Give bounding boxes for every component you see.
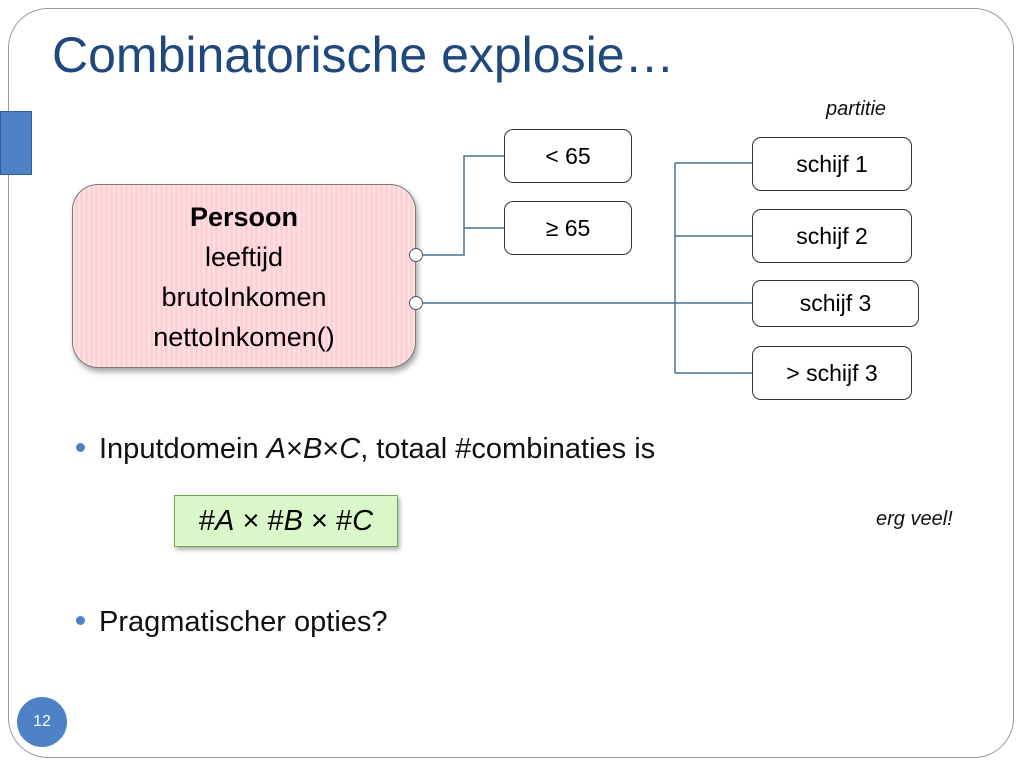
times-symbol: × [234, 505, 268, 537]
symbol-a: A [215, 505, 235, 537]
class-box-persoon: Persoon leeftijd brutoInkomen nettoInkom… [72, 184, 416, 368]
note-erg-veel: erg veel! [876, 508, 953, 530]
hash-symbol: # [336, 505, 353, 537]
side-accent-tab [0, 111, 32, 175]
method-nettoinkomen: nettoInkomen() [153, 322, 335, 352]
attribute-brutoinkomen: brutoInkomen [161, 282, 327, 312]
symbol-c: C [339, 433, 361, 465]
times-symbol: × [322, 433, 340, 465]
times-symbol: × [302, 505, 336, 537]
page-number: 12 [17, 697, 67, 747]
symbol-b: B [283, 505, 303, 537]
port-brutoinkomen [409, 296, 423, 310]
hash-symbol: # [267, 505, 284, 537]
bullet-text: Pragmatischer opties? [99, 606, 388, 638]
partition-box-schijf-3: schijf 3 [752, 280, 919, 327]
bullet-inputdomein: Inputdomein A×B×C, totaal #combinaties i… [76, 433, 655, 466]
slide-title: Combinatorische explosie… [52, 27, 675, 83]
partition-box-schijf-2: schijf 2 [752, 209, 912, 263]
symbol-b: B [302, 433, 323, 465]
bullet-text-prefix: Inputdomein [99, 433, 267, 465]
class-name: Persoon [189, 202, 299, 232]
partition-box-schijf-1: schijf 1 [752, 137, 912, 191]
partition-box-above-schijf-3: > schijf 3 [752, 346, 912, 400]
hash-symbol: # [198, 505, 216, 537]
bullet-dot-icon [76, 442, 85, 452]
bullet-dot-icon [76, 615, 85, 625]
partition-label: partitie [826, 98, 887, 120]
bullet-text-suffix: , totaal #combinaties is [360, 433, 656, 465]
bullet-pragmatischer: Pragmatischer opties? [76, 606, 388, 639]
partition-box-under-65: < 65 [504, 129, 632, 183]
symbol-c: C [352, 505, 374, 537]
symbol-a: A [266, 433, 287, 465]
attribute-leeftijd: leeftijd [204, 242, 284, 272]
partition-box-65-plus: ≥ 65 [504, 201, 632, 255]
connector-age-stem [423, 155, 504, 256]
port-leeftijd [409, 248, 423, 262]
times-symbol: × [286, 433, 303, 465]
combination-formula: #A × #B × #C [174, 495, 398, 547]
